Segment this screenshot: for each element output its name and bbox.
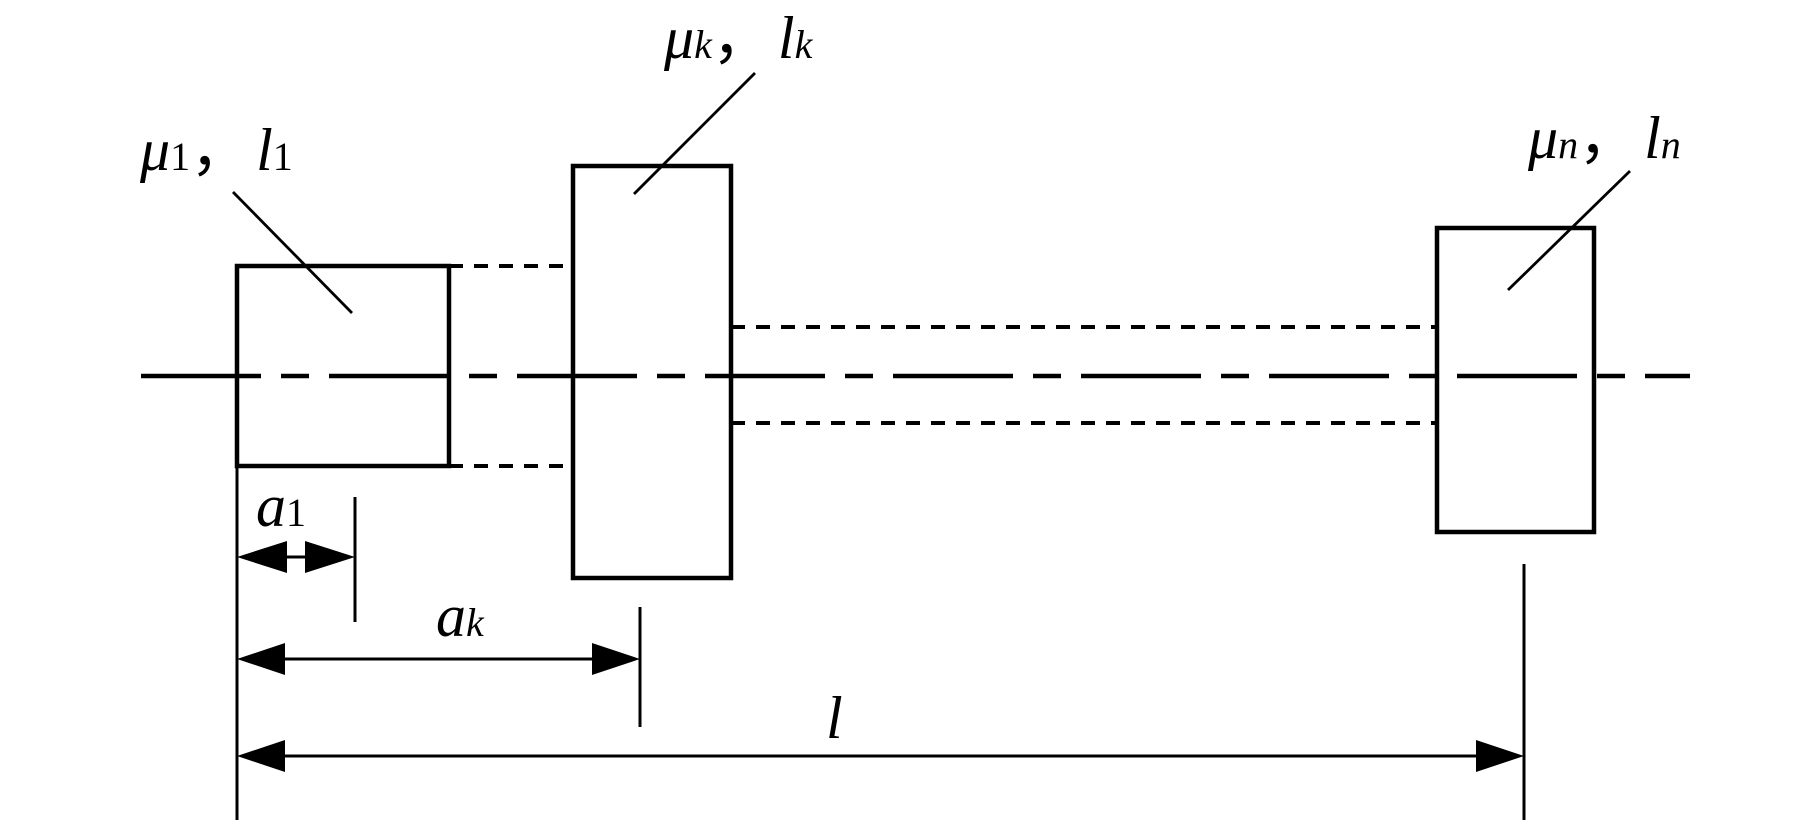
dimension-ak — [237, 643, 640, 675]
leader-line-1 — [232, 191, 353, 314]
mass-block-1 — [234, 263, 452, 469]
label-mass-n-l-sub: n — [1661, 122, 1681, 167]
label-l-main: l — [826, 685, 843, 751]
leader-line-k — [633, 72, 756, 195]
label-mass-1-l: l — [256, 117, 273, 183]
arrowhead-a1-left — [237, 541, 287, 573]
label-mass-k-mu-sub: k — [694, 22, 713, 67]
label-mass-1-mu-sub: 1 — [170, 134, 190, 179]
label-a1: a1 — [256, 473, 306, 539]
label-mass-1-mu: μ — [139, 117, 170, 183]
label-mass-n: μn，ln — [1527, 105, 1681, 171]
label-mass-n-l: l — [1644, 105, 1661, 171]
label-mass-k-l-sub: k — [795, 22, 814, 67]
label-mass-1-sep: ， — [190, 117, 250, 183]
label-ak-sub: k — [466, 600, 485, 645]
arrowhead-ak-left — [237, 643, 285, 675]
arrowhead-l-right — [1476, 740, 1524, 772]
label-a1-sub: 1 — [286, 490, 306, 535]
label-l: l — [826, 685, 843, 751]
label-ak-main: a — [436, 583, 466, 649]
arrowhead-l-left — [237, 740, 285, 772]
label-mass-k-sep: ， — [712, 5, 772, 71]
dimension-a1 — [237, 541, 355, 573]
leader-line-n — [1507, 169, 1631, 292]
label-mass-k-l: l — [778, 5, 795, 71]
mass-block-k — [570, 163, 734, 581]
label-mass-k: μk，lk — [663, 5, 814, 71]
mass-block-n — [1434, 225, 1597, 535]
label-ak: ak — [436, 583, 485, 649]
label-a1-main: a — [256, 473, 286, 539]
label-mass-k-mu: μ — [663, 5, 694, 71]
label-mass-n-mu-sub: n — [1558, 122, 1578, 167]
label-mass-1-l-sub: 1 — [273, 134, 293, 179]
arrowhead-ak-right — [592, 643, 640, 675]
label-mass-n-sep: ， — [1578, 105, 1638, 171]
dimension-l — [237, 740, 1524, 772]
arrowhead-a1-right — [305, 541, 355, 573]
label-mass-1: μ1，l1 — [139, 117, 293, 183]
label-mass-n-mu: μ — [1527, 105, 1558, 171]
